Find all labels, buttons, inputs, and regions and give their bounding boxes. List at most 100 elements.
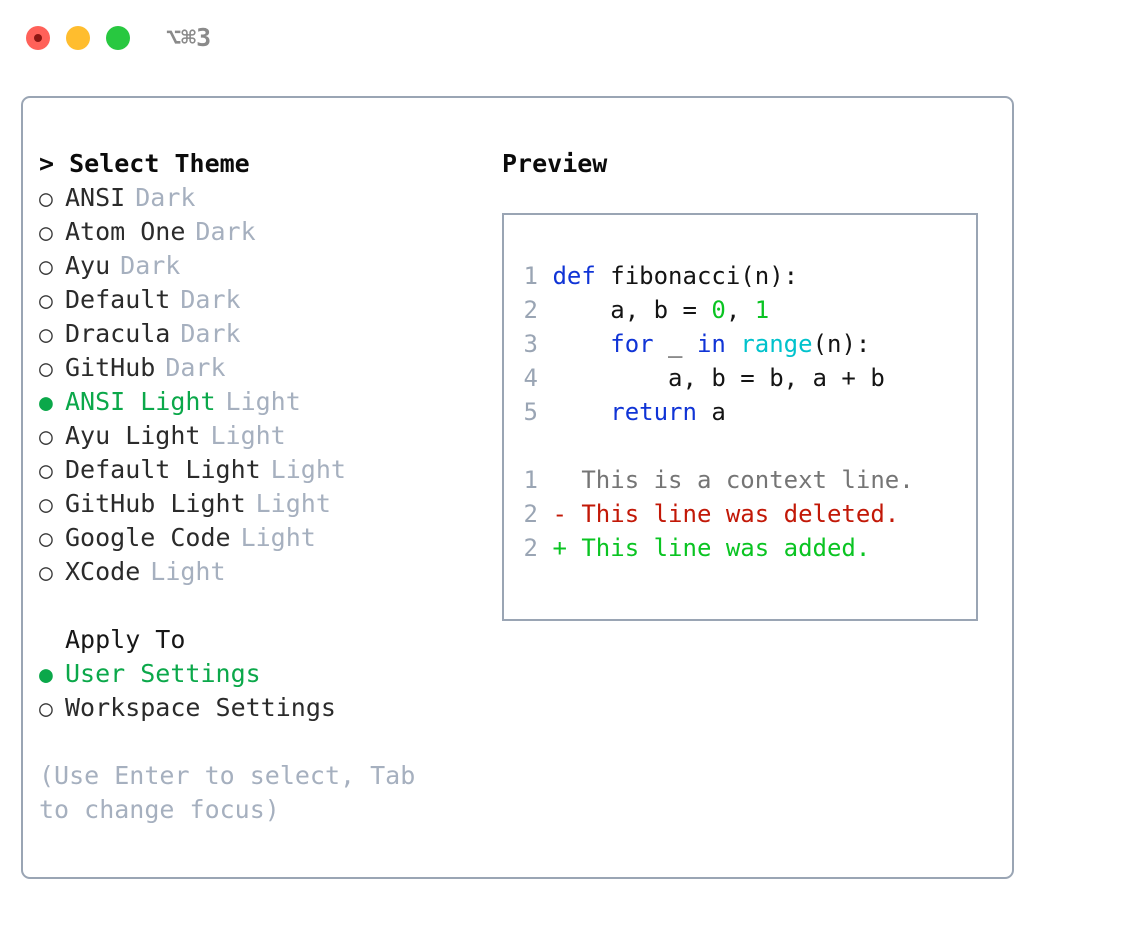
line-number: 1 xyxy=(523,466,538,494)
theme-variant-badge: Dark xyxy=(195,217,256,246)
list-spacer xyxy=(39,589,499,623)
radio-unselected-icon: ○ xyxy=(39,696,53,722)
theme-option-default[interactable]: ○ Default Dark xyxy=(39,283,499,317)
code-token-txt: a xyxy=(696,398,726,426)
code-token-txt: , xyxy=(725,296,755,324)
theme-option-label: Default Light xyxy=(65,455,261,484)
code-token-txt: _ xyxy=(653,330,697,358)
theme-option-ansi-light[interactable]: ● ANSI Light Light xyxy=(39,385,499,419)
theme-option-label: XCode xyxy=(65,557,141,586)
code-token-txt xyxy=(538,330,610,358)
radio-unselected-icon: ○ xyxy=(39,254,53,280)
code-token-ctx: This is a context line. xyxy=(538,466,914,494)
minimize-button[interactable] xyxy=(66,26,90,50)
title-bar: ⌥⌘3 xyxy=(0,0,1140,78)
code-line: 5 return a xyxy=(516,395,914,429)
theme-variant-badge: Dark xyxy=(180,285,241,314)
theme-option-ansi[interactable]: ○ ANSI Dark xyxy=(39,181,499,215)
radio-unselected-icon: ○ xyxy=(39,424,53,450)
theme-variant-badge: Dark xyxy=(120,251,181,280)
code-line: 2 a, b = 0, 1 xyxy=(516,293,914,327)
apply-to-option-list: ● User Settings ○ Workspace Settings xyxy=(39,657,499,725)
code-token-txt xyxy=(538,398,610,426)
theme-variant-badge: Light xyxy=(255,489,331,518)
keyboard-shortcut-label: ⌥⌘3 xyxy=(166,23,212,52)
code-token-kw: for xyxy=(610,330,654,358)
theme-variant-badge: Light xyxy=(150,557,226,586)
radio-unselected-icon: ○ xyxy=(39,356,53,382)
code-token-txt: a, b = b, a + b xyxy=(538,364,885,392)
code-token-del: - This line was deleted. xyxy=(538,500,900,528)
code-line: 4 a, b = b, a + b xyxy=(516,361,914,395)
theme-option-label: Google Code xyxy=(65,523,231,552)
radio-unselected-icon: ○ xyxy=(39,492,53,518)
code-token-kw: def xyxy=(552,262,596,290)
theme-option-label: ANSI Light xyxy=(65,387,216,416)
code-token-num: 0 xyxy=(711,296,726,324)
close-button[interactable] xyxy=(26,26,50,50)
maximize-button[interactable] xyxy=(106,26,130,50)
radio-selected-icon: ● xyxy=(39,390,53,416)
code-diff-separator xyxy=(516,429,914,463)
line-number: 2 xyxy=(523,296,538,324)
code-token-txt: (n): xyxy=(812,330,871,358)
preview-pane: Preview 1 def fibonacci(n):2 a, b = 0, 1… xyxy=(502,147,1002,621)
code-token-txt: fibonacci(n): xyxy=(595,262,799,290)
radio-unselected-icon: ○ xyxy=(39,186,53,212)
code-token-add: + This line was added. xyxy=(538,534,871,562)
line-number: 3 xyxy=(523,330,538,358)
theme-variant-badge: Light xyxy=(225,387,301,416)
radio-unselected-icon: ○ xyxy=(39,526,53,552)
keyboard-hint-text: (Use Enter to select, Tab to change focu… xyxy=(39,761,431,824)
theme-variant-badge: Light xyxy=(270,455,346,484)
theme-option-label: GitHub xyxy=(65,353,156,382)
diff-line: 2 - This line was deleted. xyxy=(516,497,914,531)
line-number: 2 xyxy=(523,500,538,528)
theme-option-xcode[interactable]: ○ XCode Light xyxy=(39,555,499,589)
apply-to-option-label: Workspace Settings xyxy=(65,693,336,722)
code-token-kw: in xyxy=(696,330,726,358)
radio-unselected-icon: ○ xyxy=(39,288,53,314)
theme-option-ayu-light[interactable]: ○ Ayu Light Light xyxy=(39,419,499,453)
theme-variant-badge: Light xyxy=(210,421,286,450)
theme-option-label: GitHub Light xyxy=(65,489,246,518)
apply-to-option-workspace-settings[interactable]: ○ Workspace Settings xyxy=(39,691,499,725)
theme-option-atom-one[interactable]: ○ Atom One Dark xyxy=(39,215,499,249)
line-number: 5 xyxy=(523,398,538,426)
theme-option-label: Default xyxy=(65,285,171,314)
code-token-fn: range xyxy=(740,330,813,358)
line-number: 4 xyxy=(523,364,538,392)
code-line: 1 def fibonacci(n): xyxy=(516,259,914,293)
code-token-num: 1 xyxy=(754,296,770,324)
theme-variant-badge: Dark xyxy=(135,183,196,212)
theme-variant-badge: Dark xyxy=(180,319,241,348)
select-theme-header: > Select Theme xyxy=(39,149,250,178)
theme-option-ayu[interactable]: ○ Ayu Dark xyxy=(39,249,499,283)
theme-option-default-light[interactable]: ○ Default Light Light xyxy=(39,453,499,487)
theme-option-label: Ayu xyxy=(65,251,111,280)
theme-option-google-code[interactable]: ○ Google Code Light xyxy=(39,521,499,555)
diff-line: 1 This is a context line. xyxy=(516,463,914,497)
diff-line: 2 + This line was added. xyxy=(516,531,914,565)
radio-selected-icon: ● xyxy=(39,662,53,688)
radio-unselected-icon: ○ xyxy=(39,560,53,586)
theme-option-label: Ayu Light xyxy=(65,421,201,450)
code-token-txt: a, b = xyxy=(538,296,712,324)
line-number: 2 xyxy=(523,534,538,562)
theme-option-label: ANSI xyxy=(65,183,126,212)
code-token-kw: return xyxy=(610,398,697,426)
radio-unselected-icon: ○ xyxy=(39,220,53,246)
code-line: 3 for _ in range(n): xyxy=(516,327,914,361)
theme-option-github-light[interactable]: ○ GitHub Light Light xyxy=(39,487,499,521)
apply-to-option-label: User Settings xyxy=(65,659,261,688)
preview-header: Preview xyxy=(502,149,608,178)
theme-variant-badge: Light xyxy=(240,523,316,552)
theme-option-label: Atom One xyxy=(65,217,186,246)
radio-unselected-icon: ○ xyxy=(39,458,53,484)
apply-to-option-user-settings[interactable]: ● User Settings xyxy=(39,657,499,691)
